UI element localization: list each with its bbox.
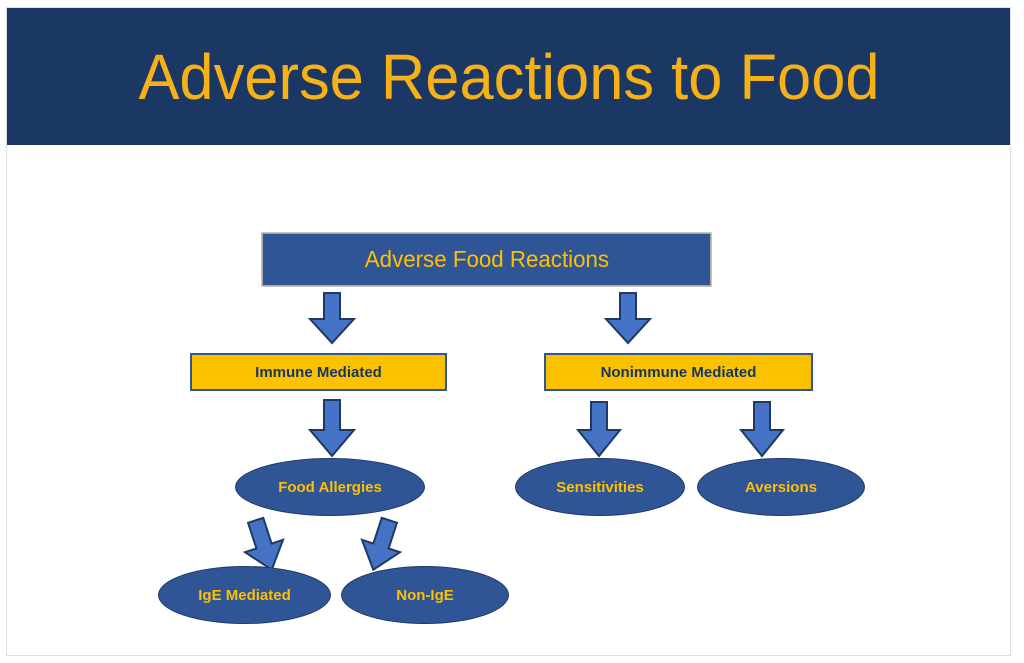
connector-nonimmune-to-aversions bbox=[737, 401, 787, 458]
node-ige-mediated[interactable]: IgE Mediated bbox=[158, 566, 331, 624]
page-title: Adverse Reactions to Food bbox=[137, 40, 880, 113]
node-label: Nonimmune Mediated bbox=[600, 363, 757, 381]
node-label: Food Allergies bbox=[278, 478, 382, 496]
title-banner: Adverse Reactions to Food bbox=[7, 8, 1010, 145]
node-non-ige[interactable]: Non-IgE bbox=[341, 566, 509, 624]
node-label: Aversions bbox=[745, 478, 817, 496]
connector-root-to-immune bbox=[305, 292, 359, 345]
node-adverse-food-reactions[interactable]: Adverse Food Reactions bbox=[262, 233, 711, 286]
node-label: Adverse Food Reactions bbox=[364, 246, 609, 272]
node-food-allergies[interactable]: Food Allergies bbox=[235, 458, 425, 516]
node-label: Sensitivities bbox=[556, 478, 644, 496]
node-nonimmune-mediated[interactable]: Nonimmune Mediated bbox=[544, 353, 813, 391]
connector-nonimmune-to-sensitivities bbox=[574, 401, 624, 458]
node-sensitivities[interactable]: Sensitivities bbox=[515, 458, 685, 516]
node-label: Immune Mediated bbox=[255, 363, 382, 381]
node-label: IgE Mediated bbox=[198, 586, 291, 604]
node-label: Non-IgE bbox=[396, 586, 454, 604]
node-aversions[interactable]: Aversions bbox=[697, 458, 865, 516]
connector-root-to-nonimmune bbox=[601, 292, 655, 345]
connector-immune-to-food-allergies bbox=[305, 399, 359, 458]
node-immune-mediated[interactable]: Immune Mediated bbox=[190, 353, 447, 391]
